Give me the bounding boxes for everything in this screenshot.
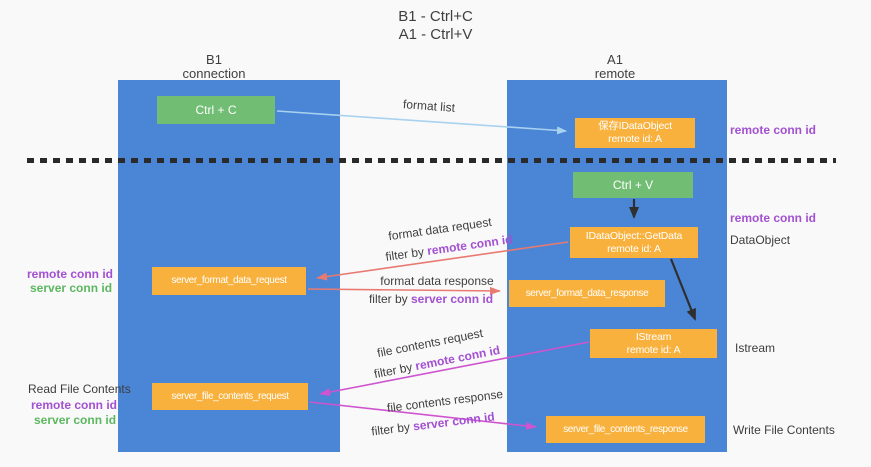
format-list-label: format list [402, 97, 456, 115]
read-file-contents-annotation: Read File Contents [28, 382, 131, 396]
lane-a1-role: remote [594, 66, 636, 81]
server-file-contents-request-label: server_file_contents_request [171, 390, 289, 402]
save-idataobject-box: 保存IDataObject remote id: A [575, 118, 695, 148]
server-file-contents-request-box: server_file_contents_request [152, 383, 308, 410]
lane-header-b1: B1 connection [154, 53, 274, 81]
getdata-line2: remote id: A [607, 242, 661, 255]
dashed-separator [27, 158, 836, 163]
dataobject-annotation: DataObject [730, 233, 791, 247]
server-format-data-response-label: server_format_data_response [525, 287, 649, 299]
ctrl-v-box: Ctrl + V [573, 172, 693, 198]
istream-line1: IStream [635, 330, 672, 343]
ctrl-c-label: Ctrl + C [195, 103, 237, 117]
filter-by-text: filter by [372, 359, 417, 382]
lane-b1-role: connection [182, 66, 246, 81]
server-format-data-response-box: server_format_data_response [509, 280, 665, 307]
diagram-title: B1 - Ctrl+C A1 - Ctrl+V [0, 8, 871, 44]
title-line-2: A1 - Ctrl+V [398, 26, 473, 43]
write-file-contents-annotation: Write File Contents [733, 423, 835, 437]
server-file-contents-response-label: server_file_contents_response [563, 423, 688, 435]
ctrl-c-box: Ctrl + C [157, 96, 275, 124]
save-idataobject-line1: 保存IDataObject [598, 120, 672, 132]
filter-by-text: filter by [370, 419, 414, 439]
format-data-response-filter: filter by server conn id [369, 292, 493, 306]
left-file-remote-conn-id: remote conn id [31, 398, 118, 412]
left-file-server-conn-id: server conn id [34, 413, 117, 427]
lane-a1-name: A1 [607, 52, 623, 67]
lane-header-a1: A1 remote [555, 53, 675, 81]
server-format-data-request-label: server_format_data_request [171, 275, 287, 286]
format-data-response-label: format data response [380, 274, 494, 288]
idataobject-getdata-box: IDataObject::GetData remote id: A [570, 227, 698, 258]
lane-b1-name: B1 [206, 52, 222, 67]
server-conn-id-keyword: server conn id [410, 292, 494, 306]
istream-line2: remote id: A [626, 343, 681, 356]
istream-box: IStream remote id: A [590, 329, 717, 358]
server-conn-id-keyword: server conn id [412, 409, 496, 434]
left-format-remote-conn-id: remote conn id [27, 267, 114, 281]
left-format-server-conn-id: server conn id [30, 281, 113, 295]
ctrl-v-label: Ctrl + V [612, 178, 654, 192]
save-idataobject-line2: remote id: A [608, 133, 662, 145]
server-file-contents-response-box: server_file_contents_response [546, 416, 705, 443]
remote-conn-id-annotation-top: remote conn id [730, 123, 817, 137]
getdata-line1: IDataObject::GetData [585, 229, 683, 242]
server-format-data-request-box: server_format_data_request [152, 267, 306, 295]
filter-by-text: filter by [368, 292, 411, 306]
istream-annotation: Istream [735, 341, 776, 355]
filter-by-text: filter by [384, 244, 429, 264]
title-line-1: B1 - Ctrl+C [398, 8, 473, 25]
remote-conn-id-annotation-mid: remote conn id [730, 211, 817, 225]
